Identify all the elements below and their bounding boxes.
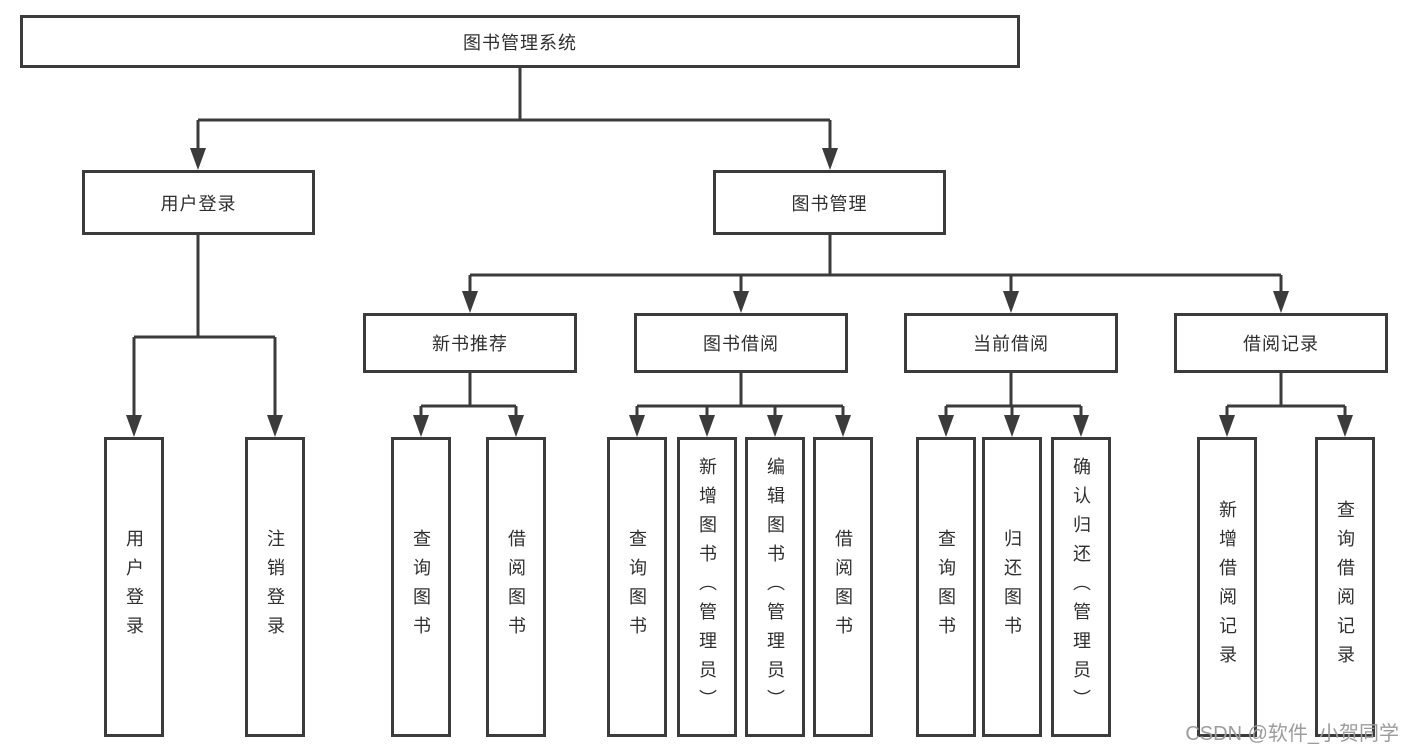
node-book-borrowing: 图书借阅 xyxy=(634,313,848,373)
arrowhead xyxy=(1337,415,1353,437)
leaf-logout: 注销登录 xyxy=(245,437,305,737)
arrowhead xyxy=(835,415,851,437)
leaf-current-query-books: 查询图书 xyxy=(916,437,976,737)
leaf-label: 编辑图书（管理员） xyxy=(765,456,785,718)
node-label: 图书管理系统 xyxy=(463,32,577,53)
leaf-label: 查询图书 xyxy=(936,529,956,645)
leaf-query-borrow-record: 查询借阅记录 xyxy=(1315,437,1375,737)
node-new-book-recommend: 新书推荐 xyxy=(363,313,577,373)
arrowhead xyxy=(413,415,429,437)
arrowhead xyxy=(1073,415,1089,437)
leaf-label: 注销登录 xyxy=(265,529,285,645)
node-book-management: 图书管理 xyxy=(713,170,946,235)
arrowhead xyxy=(508,415,524,437)
leaf-return-books: 归还图书 xyxy=(982,437,1042,737)
node-library-system: 图书管理系统 xyxy=(20,15,1020,68)
arrowhead xyxy=(1003,291,1019,313)
leaf-confirm-return-admin: 确认归还（管理员） xyxy=(1051,437,1111,737)
leaf-user-login: 用户登录 xyxy=(104,437,164,737)
leaf-label: 用户登录 xyxy=(124,529,144,645)
leaf-label: 借阅图书 xyxy=(833,529,853,645)
leaf-label: 查询图书 xyxy=(627,529,647,645)
arrowhead xyxy=(1219,415,1235,437)
leaf-label: 新增图书（管理员） xyxy=(697,456,717,718)
leaf-recommend-borrow-books: 借阅图书 xyxy=(486,437,546,737)
leaf-recommend-query-books: 查询图书 xyxy=(391,437,451,737)
leaf-borrow-books: 借阅图书 xyxy=(813,437,873,737)
node-label: 图书管理 xyxy=(791,193,868,214)
arrowhead xyxy=(938,415,954,437)
leaf-label: 查询图书 xyxy=(411,529,431,645)
node-current-borrowing: 当前借阅 xyxy=(904,313,1118,373)
arrowhead xyxy=(267,415,283,437)
node-label: 图书借阅 xyxy=(703,334,779,354)
leaf-label: 借阅图书 xyxy=(506,529,526,645)
leaf-add-books-admin: 新增图书（管理员） xyxy=(677,437,737,737)
arrowhead xyxy=(822,148,838,170)
arrowhead xyxy=(462,291,478,313)
leaf-label: 确认归还（管理员） xyxy=(1071,456,1091,718)
leaf-edit-books-admin: 编辑图书（管理员） xyxy=(745,437,805,737)
arrowhead xyxy=(733,291,749,313)
leaf-label: 查询借阅记录 xyxy=(1335,500,1355,674)
node-label: 借阅记录 xyxy=(1243,334,1319,354)
arrowhead xyxy=(767,415,783,437)
arrowhead xyxy=(699,415,715,437)
node-user-login: 用户登录 xyxy=(82,170,315,235)
node-label: 当前借阅 xyxy=(973,334,1049,354)
leaf-label: 新增借阅记录 xyxy=(1217,500,1237,674)
arrowhead xyxy=(1273,291,1289,313)
leaf-label: 归还图书 xyxy=(1002,529,1022,645)
arrowhead xyxy=(126,415,142,437)
node-label: 新书推荐 xyxy=(432,334,508,354)
csdn-watermark: CSDN @软件_小贺同学 xyxy=(1185,723,1399,745)
leaf-borrowing-query-books: 查询图书 xyxy=(607,437,667,737)
arrowhead xyxy=(190,148,206,170)
arrowhead xyxy=(629,415,645,437)
node-label: 用户登录 xyxy=(160,193,237,214)
leaf-add-borrow-record: 新增借阅记录 xyxy=(1197,437,1257,737)
node-borrow-records: 借阅记录 xyxy=(1174,313,1388,373)
arrowhead xyxy=(1004,415,1020,437)
